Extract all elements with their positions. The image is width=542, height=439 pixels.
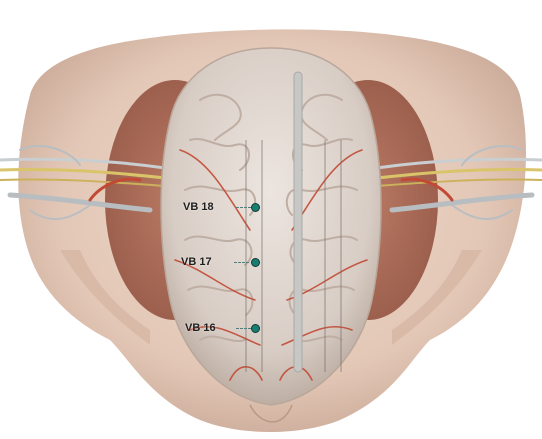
acupoint-dot-vb18[interactable] [251,203,260,212]
acupoint-label-vb17: VB 17 [181,256,212,268]
acupoint-label-vb16: VB 16 [185,322,216,334]
acupoint-leader-vb17 [234,262,249,263]
acupoint-dot-vb17[interactable] [251,258,260,267]
acupoint-dot-vb16[interactable] [251,324,260,333]
acupoint-leader-vb18 [236,207,251,208]
acupoint-leader-vb16 [236,328,251,329]
acupoint-label-vb18: VB 18 [183,201,214,213]
brain-hemispheres [161,48,381,405]
midline-fissure [294,72,302,372]
